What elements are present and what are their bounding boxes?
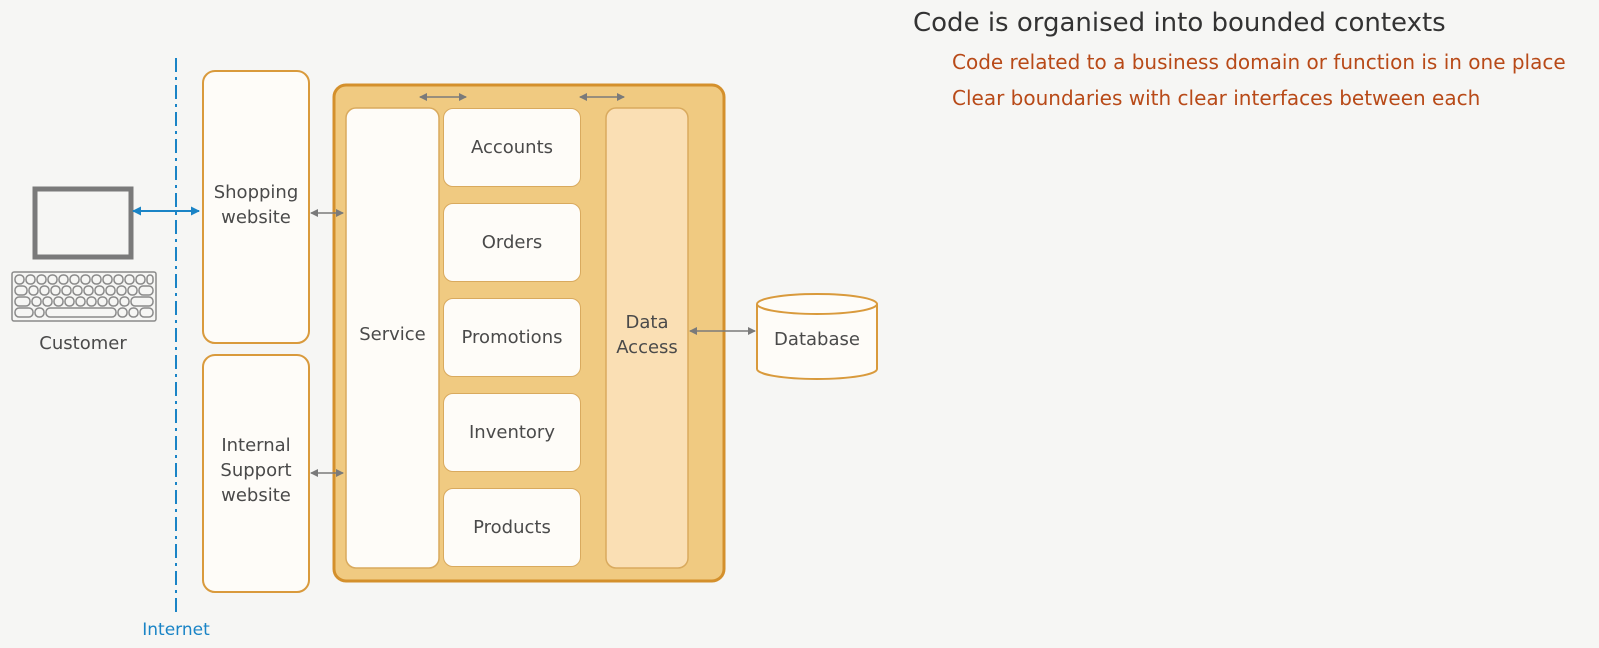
shopping-website-box [202, 70, 310, 344]
context-box-products: Products [443, 488, 581, 567]
context-box-inventory: Inventory [443, 393, 581, 472]
shopping-website-line-2: website [221, 207, 291, 228]
laptop-screen-icon [32, 186, 134, 260]
support-website-line-1: Internal [221, 435, 291, 456]
support-website-line-2: Support [220, 460, 292, 481]
database-label: Database [774, 329, 860, 350]
customer-label: Customer [39, 333, 127, 354]
shopping-website-label: Shopping website [203, 180, 309, 230]
support-website-box [202, 354, 310, 593]
data-access-column [605, 107, 689, 569]
context-box-orders: Orders [443, 203, 581, 282]
support-website-line-3: website [221, 485, 291, 506]
context-box-accounts: Accounts [443, 108, 581, 187]
bullet-1: Code related to a business domain or fun… [952, 50, 1566, 74]
data-access-line-2: Access [616, 337, 678, 358]
shopping-website-line-1: Shopping [213, 182, 299, 203]
service-column [345, 107, 440, 569]
data-access-line-1: Data [625, 312, 669, 333]
data-access-label: Data Access [606, 310, 688, 360]
internet-label: Internet [142, 620, 210, 640]
context-box-promotions: Promotions [443, 298, 581, 377]
bullet-2: Clear boundaries with clear interfaces b… [952, 86, 1481, 110]
service-label: Service [359, 324, 426, 345]
slide-heading: Code is organised into bounded contexts [913, 8, 1446, 38]
keyboard-icon [11, 271, 157, 322]
database-cylinder-icon [756, 293, 878, 380]
support-website-label: Internal Support website [203, 433, 309, 508]
